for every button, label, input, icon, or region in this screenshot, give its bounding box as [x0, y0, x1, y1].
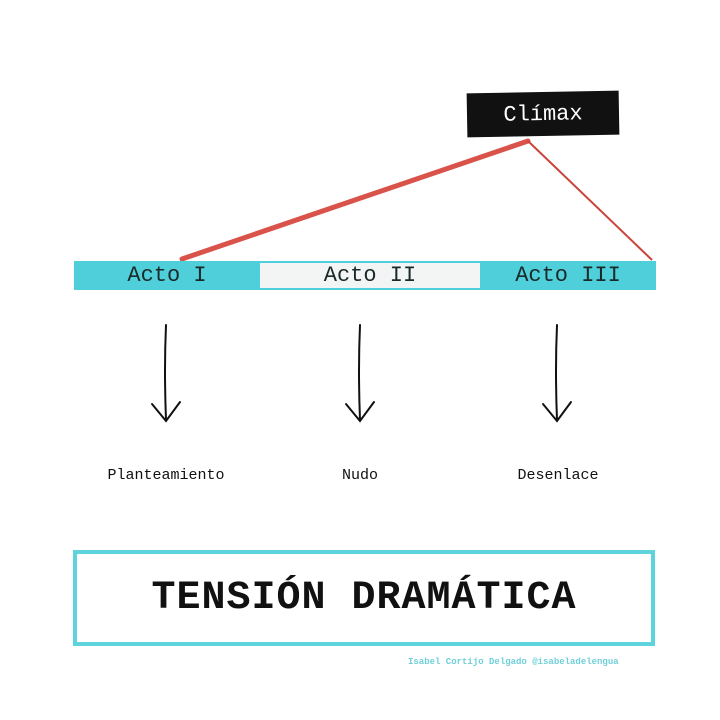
page-title: TENSIÓN DRAMÁTICA	[151, 575, 577, 621]
act-1: Acto I	[74, 261, 260, 290]
arrow-down-icon	[345, 324, 375, 423]
rising-tension-line	[179, 138, 531, 262]
stage-desenlace: Desenlace	[517, 467, 599, 484]
stage-planteamiento: Planteamiento	[107, 467, 225, 484]
author-credit: Isabel Cortijo Delgado @isabeladelengua	[408, 657, 619, 667]
arrow-down-icon	[542, 324, 572, 423]
stage-nudo: Nudo	[341, 467, 378, 484]
act-2: Acto II	[260, 261, 480, 290]
act-3: Acto III	[480, 261, 656, 290]
climax-label: Clímax	[466, 90, 620, 138]
arrow-down-icon	[151, 324, 181, 423]
falling-tension-line	[527, 140, 653, 261]
title-box: TENSIÓN DRAMÁTICA	[73, 550, 655, 646]
